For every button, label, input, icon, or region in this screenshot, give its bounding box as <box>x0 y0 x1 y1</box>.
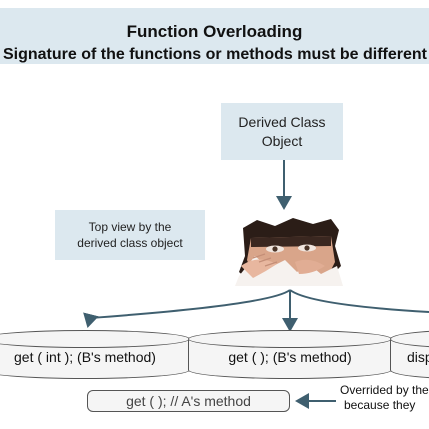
arrow-view-to-display <box>289 289 429 313</box>
method-disk-get: get ( ); (B's method) <box>188 330 392 380</box>
peeking-person-image <box>235 218 343 286</box>
override-note-line-2: because they <box>344 398 416 412</box>
disk-top <box>188 330 392 348</box>
diagram-subtitle: Signature of the functions or methods mu… <box>2 46 427 63</box>
method-label-get: get ( ); (B's method) <box>228 349 352 365</box>
override-note: Overrided by the because they <box>340 383 429 413</box>
top-view-line-1: Top view by the <box>88 220 172 234</box>
top-view-box: Top view by the derived class object <box>55 210 205 260</box>
method-disk-int: get ( int ); (B's method) <box>0 330 190 380</box>
base-method-box: get ( ); // A's method <box>87 390 290 412</box>
override-note-line-1: Overrided by the <box>340 383 429 397</box>
top-view-line-2: derived class object <box>77 236 183 250</box>
method-label-int: get ( int ); (B's method) <box>14 349 156 365</box>
derived-box-line-2: Object <box>261 133 303 149</box>
derived-class-object-box: Derived Class Object <box>221 103 343 160</box>
title-band: Function Overloading Signature of the fu… <box>0 8 429 64</box>
method-label-display: display <box>407 349 429 365</box>
diagram-title: Function Overloading <box>126 22 303 41</box>
arrow-view-to-int-method <box>83 289 291 328</box>
method-disk-display: display <box>390 330 429 380</box>
derived-box-line-1: Derived Class <box>238 114 326 130</box>
